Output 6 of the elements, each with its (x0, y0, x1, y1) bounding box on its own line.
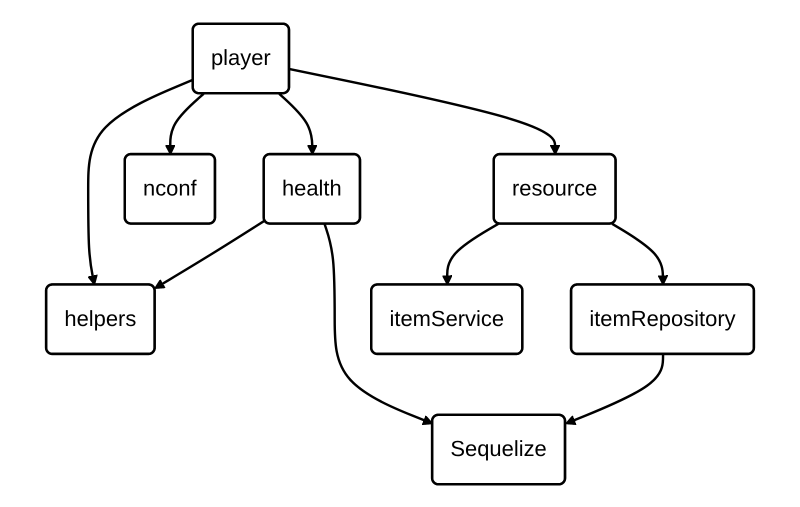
arrow (154, 219, 266, 288)
arrow (278, 92, 318, 155)
arrow (289, 67, 560, 155)
arrow (565, 354, 664, 425)
arrow (323, 223, 434, 425)
arrow (164, 92, 204, 155)
